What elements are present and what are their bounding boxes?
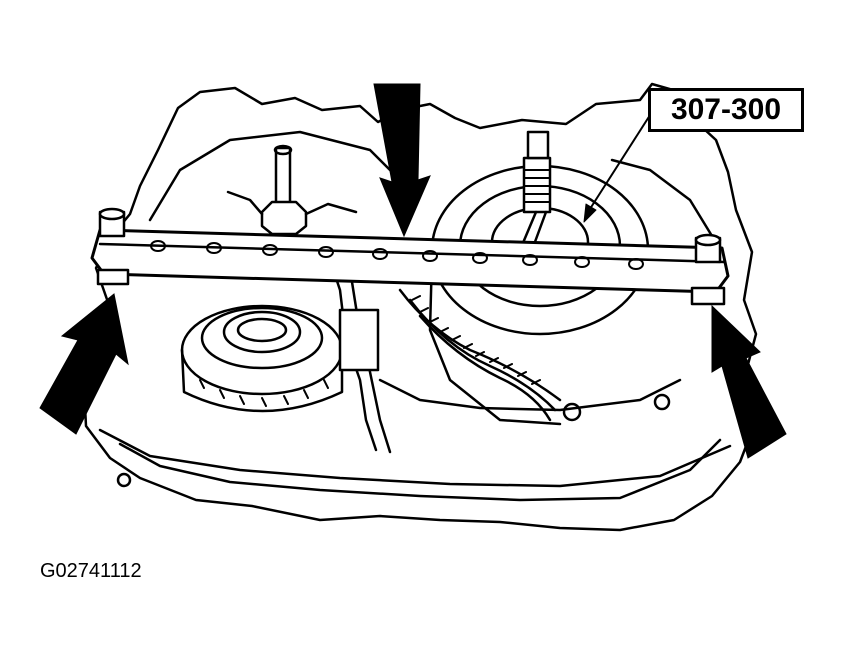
left-bearing-wall [180,348,344,413]
shaft-base [226,190,358,216]
tool-number-label: 307-300 [648,88,804,132]
spring-coils [523,169,551,203]
housing-right-flange [610,158,714,238]
left-bearing-teeth [199,379,329,407]
housing-boss-2 [653,393,671,411]
tool-right-bolt-top [694,233,722,247]
housing-boss-3 [116,472,132,488]
housing-boss-1 [562,402,582,422]
center-block [338,308,380,372]
tool-crossbar-holes [150,240,644,270]
lower-flange [378,378,682,412]
tool-crossbar [90,228,730,294]
center-linkage-2 [350,280,392,454]
housing-inner-edge [118,438,722,502]
tool-left-bolt-top [98,207,126,221]
drum-left-wall [428,254,562,426]
tool-number-text: 307-300 [670,93,782,126]
shaft-nut [260,200,308,236]
housing-outline [82,82,758,532]
figure-id: G02741112 [40,560,142,582]
tool-crossbar-edge [98,242,726,264]
arrow-bottom-left [39,293,129,435]
housing-upper-flange [148,130,402,222]
label-leader-arrowhead [583,203,597,223]
tool-left-foot [96,268,130,286]
tool-right-foot [690,286,726,306]
gear-ring-inner [418,314,552,422]
gear-ring-middle [408,298,557,412]
spring-cap [526,130,550,160]
left-bearing-core [236,317,288,343]
housing-lower-lip [98,428,732,488]
left-bearing-inner [222,310,302,354]
shaft-stud-top [273,144,293,156]
label-leader-line [587,111,653,213]
left-bearing-mid [200,306,324,370]
arrow-bottom-right [711,304,787,459]
arrow-top-center [373,83,431,238]
gear-teeth [411,295,541,385]
